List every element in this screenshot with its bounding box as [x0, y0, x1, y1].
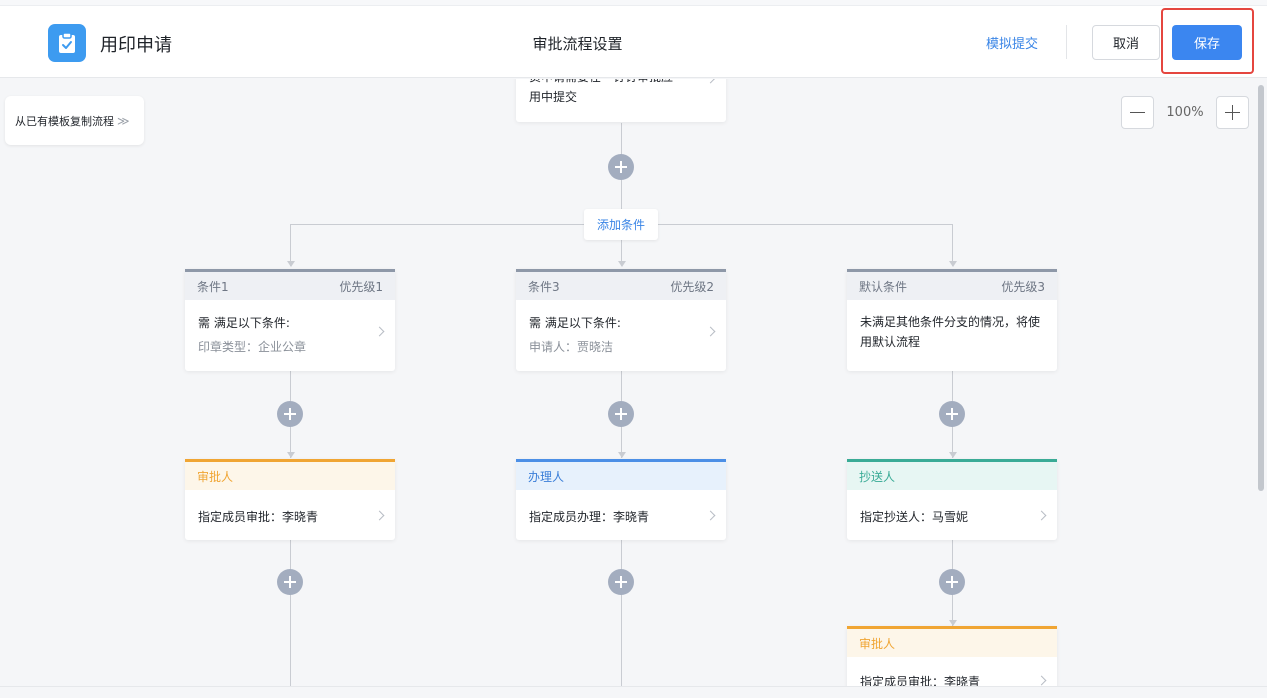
connector — [952, 224, 953, 266]
flow-canvas: 从已有模板复制流程 ≫ 100% 员申请需要在一钉钉审批应 用中提交 添加条件 … — [0, 79, 1267, 698]
condition-rule-value: 申请人：贾晓洁 — [529, 340, 614, 354]
vertical-scrollbar-thumb[interactable] — [1258, 85, 1264, 491]
initiator-node-text-partial: 员申请需要在一钉钉审批应 — [529, 79, 698, 87]
node-type-label: 审批人 — [859, 636, 896, 651]
chevron-right-icon — [374, 326, 385, 337]
add-node-button[interactable] — [277, 569, 303, 595]
copy-from-template-button[interactable]: 从已有模板复制流程 ≫ — [5, 96, 144, 145]
condition-node-default[interactable]: 默认条件 优先级3 未满足其他条件分支的情况，将使用默认流程 — [847, 269, 1057, 371]
connector-arrow — [949, 452, 957, 458]
condition-name: 条件1 — [197, 279, 229, 294]
cc-node[interactable]: 抄送人 指定抄送人：马雪妮 — [847, 459, 1057, 540]
add-node-button[interactable] — [608, 401, 634, 427]
initiator-node[interactable]: 员申请需要在一钉钉审批应 用中提交 — [516, 79, 726, 122]
add-node-button[interactable] — [608, 154, 634, 180]
initiator-node-text: 用中提交 — [529, 90, 578, 104]
connector — [621, 540, 622, 698]
condition-rule-title: 未满足其他条件分支的情况，将使用默认流程 — [860, 315, 1041, 349]
connector-arrow — [949, 261, 957, 267]
approver-node[interactable]: 审批人 指定成员审批：李晓青 — [185, 459, 395, 540]
node-content: 指定成员办理：李晓青 — [529, 510, 650, 524]
add-node-button[interactable] — [277, 401, 303, 427]
top-bar: 用印申请 审批流程设置 模拟提交 取消 保存 — [0, 0, 1267, 78]
add-node-button[interactable] — [608, 569, 634, 595]
zoom-out-button[interactable] — [1121, 96, 1154, 129]
condition-priority: 优先级3 — [1001, 279, 1045, 294]
copy-from-template-label: 从已有模板复制流程 — [15, 114, 114, 128]
chevron-right-icon — [705, 510, 716, 521]
connector — [290, 540, 291, 698]
connector-arrow — [287, 261, 295, 267]
node-content: 指定成员审批：李晓青 — [198, 510, 319, 524]
bottom-edge — [0, 686, 1267, 698]
node-type-label: 抄送人 — [859, 469, 896, 484]
save-button[interactable]: 保存 — [1172, 25, 1242, 60]
double-chevron-right-icon: ≫ — [117, 113, 130, 128]
condition-name: 默认条件 — [859, 279, 908, 294]
app-title: 用印申请 — [100, 35, 172, 56]
condition-priority: 优先级2 — [670, 279, 714, 294]
condition-rule-title: 需 满足以下条件: — [529, 316, 621, 330]
condition-priority: 优先级1 — [339, 279, 383, 294]
handler-node[interactable]: 办理人 指定成员办理：李晓青 — [516, 459, 726, 540]
clipboard-check-icon — [48, 24, 86, 62]
condition-node-1[interactable]: 条件1 优先级1 需 满足以下条件: 印章类型：企业公章 — [185, 269, 395, 371]
connector-arrow — [949, 620, 957, 626]
add-condition-button[interactable]: 添加条件 — [584, 209, 658, 240]
chevron-right-icon — [1036, 675, 1047, 686]
node-content: 指定抄送人：马雪妮 — [860, 510, 969, 524]
chevron-right-icon — [705, 326, 716, 337]
connector — [290, 224, 291, 266]
condition-rule-value: 印章类型：企业公章 — [198, 340, 307, 354]
zoom-in-button[interactable] — [1216, 96, 1249, 129]
condition-node-2[interactable]: 条件3 优先级2 需 满足以下条件: 申请人：贾晓洁 — [516, 269, 726, 371]
save-highlight-box — [1161, 8, 1254, 74]
add-node-button[interactable] — [939, 569, 965, 595]
node-type-label: 审批人 — [197, 469, 234, 484]
connector — [621, 224, 622, 266]
condition-name: 条件3 — [528, 279, 560, 294]
condition-rule-title: 需 满足以下条件: — [198, 316, 290, 330]
chevron-right-icon — [705, 79, 716, 84]
zoom-level: 100% — [1166, 105, 1204, 120]
node-content: 指定成员审批：李晓青 — [860, 675, 981, 689]
header-top-strip — [0, 0, 1267, 6]
page-title: 审批流程设置 — [532, 35, 623, 53]
connector-arrow — [618, 452, 626, 458]
add-node-button[interactable] — [939, 401, 965, 427]
chevron-right-icon — [374, 510, 385, 521]
cancel-button[interactable]: 取消 — [1092, 25, 1160, 60]
approver-node[interactable]: 审批人 指定成员审批：李晓青 — [847, 626, 1057, 696]
header-divider — [1066, 25, 1067, 59]
simulate-submit-link[interactable]: 模拟提交 — [986, 37, 1039, 52]
connector-arrow — [287, 452, 295, 458]
connector-arrow — [618, 261, 626, 267]
node-type-label: 办理人 — [528, 469, 565, 484]
chevron-right-icon — [1036, 510, 1047, 521]
